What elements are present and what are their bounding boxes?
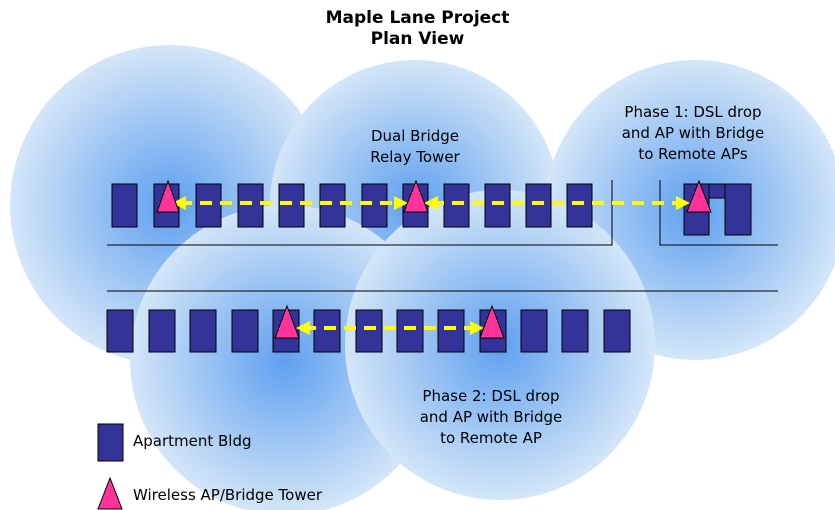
- arrowhead-icon: [172, 196, 186, 210]
- apartment-building-icon: [97, 423, 124, 462]
- phase1-label-line-2: and AP with Bridge: [621, 124, 765, 142]
- legend-icons: [97, 423, 124, 510]
- link-arrowheads: [172, 196, 690, 335]
- apartment-building-icon: [195, 183, 222, 228]
- arrowhead-icon: [676, 196, 690, 210]
- phase1-label-line-3: to Remote APs: [638, 145, 748, 163]
- wireless-tower-icon: [686, 179, 712, 213]
- apartment-building-icon: [106, 309, 134, 353]
- apartment-building-icon: [361, 183, 388, 228]
- wireless-tower-icon: [274, 304, 300, 339]
- legend-building-label: Apartment Bldg: [133, 432, 252, 450]
- apartment-building-icon: [520, 309, 548, 353]
- apartment-building-icon: [437, 309, 465, 353]
- apartment-building-icon: [603, 309, 631, 353]
- wireless-tower-icon: [479, 304, 505, 339]
- legend-tower-label: Wireless AP/Bridge Tower: [133, 486, 323, 504]
- coverage-areas: [10, 45, 835, 510]
- wireless-tower-icon: [403, 179, 429, 213]
- relay-tower-label: Dual Bridge Relay Tower: [340, 126, 490, 168]
- arrowhead-icon: [470, 321, 484, 335]
- apartment-building-icon: [231, 309, 259, 353]
- apartment-building-icon: [561, 309, 589, 353]
- arrowhead-icon: [394, 196, 408, 210]
- arrowhead-icon: [424, 196, 438, 210]
- relay-label-line-1: Dual Bridge: [370, 127, 460, 145]
- wireless-tower-icon: [156, 179, 180, 213]
- apartment-building-icon: [708, 183, 726, 199]
- apartment-building-icon: [484, 183, 511, 228]
- wireless-tower-icon: [97, 476, 123, 510]
- wireless-links: [180, 201, 682, 330]
- apartment-building-icon: [525, 183, 552, 228]
- towers: [156, 179, 712, 339]
- apartment-building-icon: [724, 183, 752, 236]
- building-row-upper: [111, 183, 752, 236]
- phase1-label: Phase 1: DSL drop and AP with Bridge to …: [604, 102, 782, 165]
- apartment-building-icon: [566, 183, 593, 228]
- phase2-label: Phase 2: DSL drop and AP with Bridge to …: [402, 386, 580, 449]
- apartment-building-icon: [237, 183, 264, 228]
- relay-label-line-2: Relay Tower: [370, 148, 460, 166]
- apartment-building-icon: [443, 183, 470, 228]
- phase2-label-line-2: and AP with Bridge: [419, 408, 563, 426]
- apartment-building-icon: [396, 309, 424, 353]
- phase2-label-line-3: to Remote AP: [440, 429, 542, 447]
- apartment-building-icon: [148, 309, 176, 353]
- title-line-1: Maple Lane Project: [325, 8, 510, 28]
- apartment-building-icon: [189, 309, 217, 353]
- phase2-label-line-1: Phase 2: DSL drop: [422, 387, 560, 405]
- apartment-building-icon: [313, 309, 341, 353]
- diagram-title: Maple Lane Project Plan View: [0, 8, 835, 50]
- phase1-label-line-1: Phase 1: DSL drop: [624, 103, 762, 121]
- apartment-building-icon: [278, 183, 305, 228]
- title-line-2: Plan View: [370, 29, 465, 49]
- arrowhead-icon: [296, 321, 310, 335]
- apartment-building-icon: [355, 309, 383, 353]
- apartment-building-icon: [111, 183, 138, 228]
- apartment-building-icon: [319, 183, 346, 228]
